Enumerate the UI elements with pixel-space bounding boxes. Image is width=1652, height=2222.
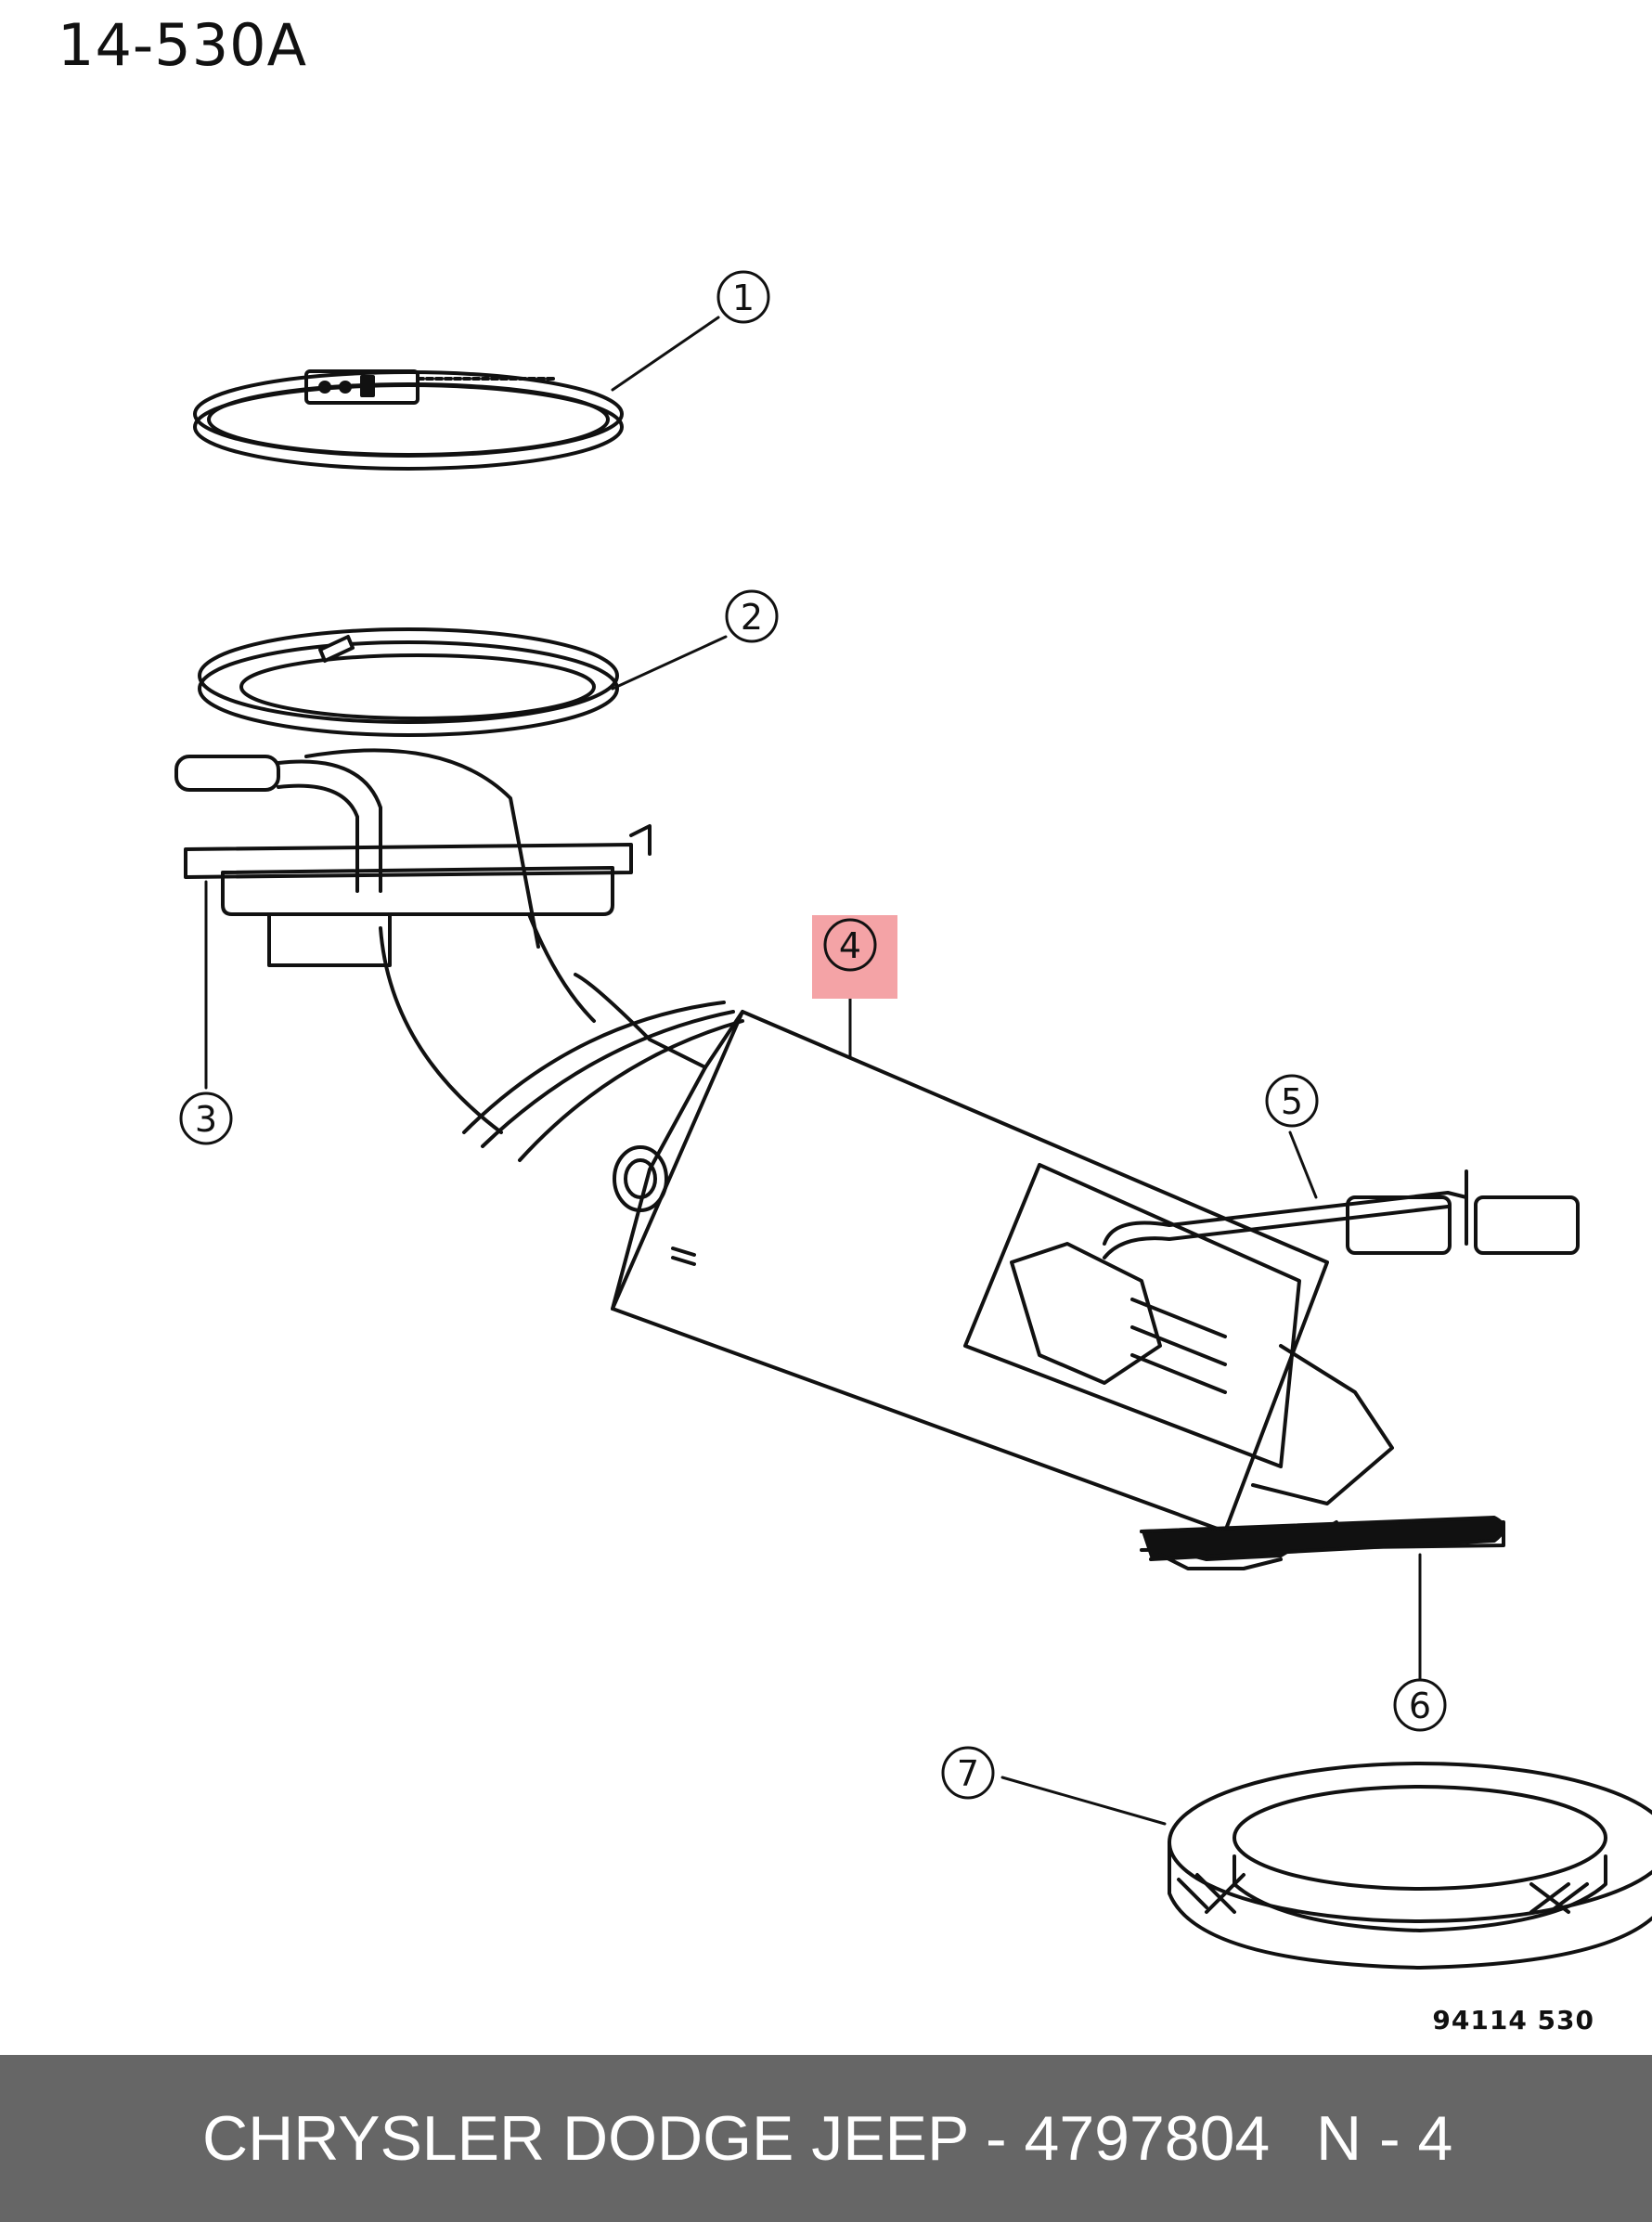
leader-5 bbox=[1288, 1130, 1318, 1199]
callout-2: 2 bbox=[725, 589, 779, 643]
callout-6: 6 bbox=[1393, 1678, 1447, 1732]
callout-5: 5 bbox=[1265, 1074, 1319, 1128]
callout-4-highlight bbox=[812, 915, 897, 999]
leader-2 bbox=[611, 635, 728, 691]
fuel-pump-exploded-diagram: 1 2 3 4 5 6 7 bbox=[174, 270, 1652, 1970]
part-gasket bbox=[198, 627, 619, 737]
callout-4-label: 4 bbox=[839, 925, 861, 966]
callout-1: 1 bbox=[716, 270, 770, 324]
drawing-code: 14-530A bbox=[58, 11, 308, 79]
reference-code: 94114 530 bbox=[1432, 2005, 1594, 2035]
leader-1 bbox=[611, 316, 720, 392]
part-fuel-pump-module bbox=[462, 973, 1505, 1561]
footer-bar: CHRYSLER DODGE JEEP - 4797804 N - 4 bbox=[0, 2055, 1652, 2222]
part-strainer bbox=[1140, 1516, 1505, 1570]
callout-4: 4 bbox=[812, 915, 897, 999]
callout-7-label: 7 bbox=[957, 1753, 979, 1794]
callout-3: 3 bbox=[179, 1092, 233, 1145]
part-module-flange bbox=[174, 748, 652, 1134]
footer-part-info: CHRYSLER DODGE JEEP - 4797804 bbox=[202, 2103, 1271, 2174]
callout-6-label: 6 bbox=[1409, 1686, 1431, 1726]
part-lock-ring bbox=[193, 369, 624, 471]
callout-3-label: 3 bbox=[195, 1099, 217, 1140]
callout-7: 7 bbox=[941, 1746, 995, 1800]
callout-1-label: 1 bbox=[732, 278, 755, 318]
footer-position: N - 4 bbox=[1316, 2103, 1453, 2174]
part-isolator-ring bbox=[1168, 1762, 1652, 1970]
leader-7 bbox=[1000, 1776, 1167, 1826]
part-level-sender bbox=[1103, 1169, 1580, 1260]
callout-5-label: 5 bbox=[1281, 1081, 1303, 1122]
callout-2-label: 2 bbox=[741, 597, 763, 638]
